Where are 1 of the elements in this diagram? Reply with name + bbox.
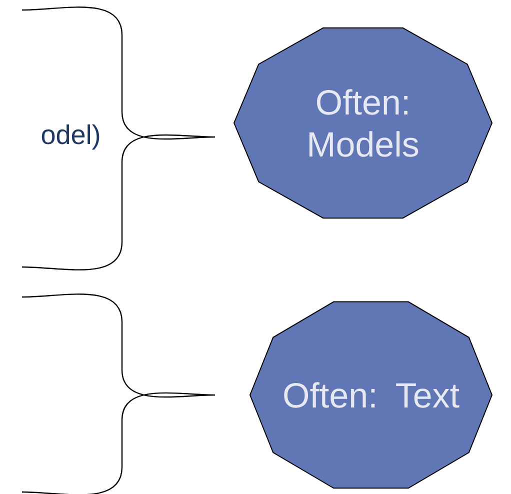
partial-label: odel)	[42, 124, 100, 150]
